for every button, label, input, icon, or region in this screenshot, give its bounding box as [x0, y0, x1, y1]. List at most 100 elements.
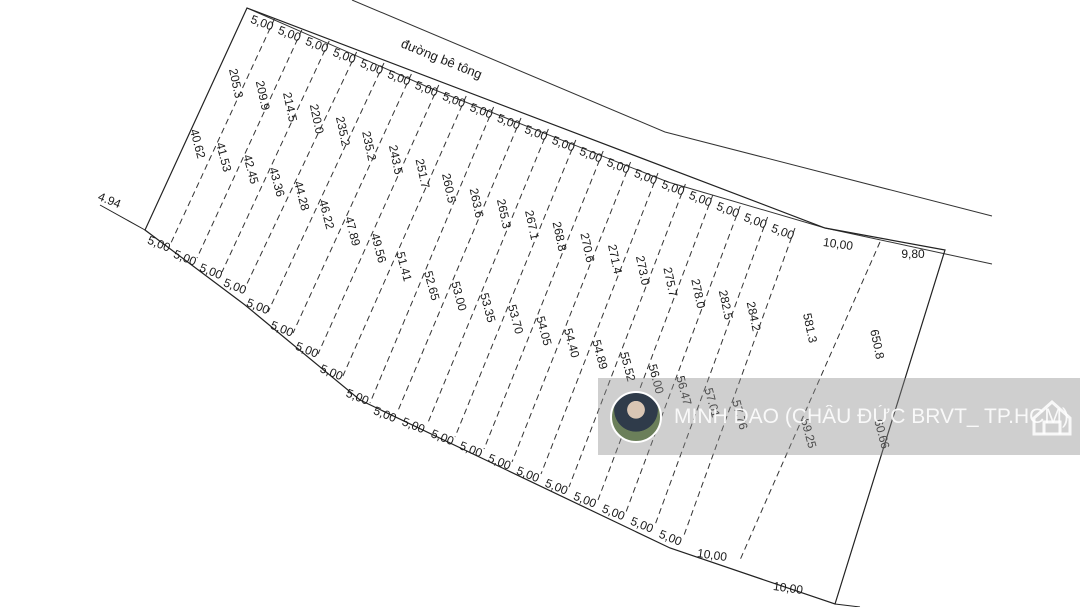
plot-divider — [454, 139, 577, 438]
plot-divider — [341, 95, 467, 379]
plot-top-width: 5,00 — [304, 34, 331, 56]
plot-divider — [568, 183, 686, 488]
plot-top-width: 5,00 — [276, 23, 303, 45]
avatar — [610, 390, 662, 443]
plot-area: 268.8 — [550, 220, 570, 253]
plot-divider — [267, 62, 385, 313]
plot-area: 205.3 — [226, 67, 246, 100]
house-logo-icon — [1032, 399, 1072, 436]
plot-top-width: 5,00 — [386, 67, 413, 89]
plot-bottom-width: 5,00 — [172, 247, 199, 269]
plot-divider — [196, 29, 303, 259]
plot-divider — [483, 150, 604, 450]
plot-bottom-width: 5,00 — [245, 295, 272, 317]
plot-divider — [169, 18, 275, 246]
plot-divider — [244, 51, 358, 289]
corner-edge-left — [99, 204, 146, 231]
plot-area: 263.6 — [467, 187, 487, 220]
plot-top-width: 5,00 — [687, 188, 714, 210]
road-edge-upper — [351, 0, 993, 217]
plot-side-length: 53.70 — [505, 303, 526, 336]
plot-side-length: 43.36 — [266, 166, 287, 199]
plot-side-length: 46.22 — [316, 198, 337, 231]
plot-divider — [597, 194, 714, 501]
plot-divider — [396, 117, 522, 414]
plot-divider — [682, 227, 796, 539]
plot-bottom-width: 5,00 — [600, 501, 627, 523]
plot-area: 650.8 — [867, 328, 887, 361]
plot-side-length: 42.45 — [240, 153, 261, 186]
plot-area: 270.6 — [577, 231, 597, 264]
plot-area: 273.0 — [633, 254, 653, 287]
plot-divider — [221, 40, 330, 273]
plot-top-width: 5,00 — [660, 177, 687, 199]
plot-bottom-width: 5,00 — [400, 414, 427, 436]
plot-area: 214.5 — [280, 91, 300, 124]
plot-top-width: 5,00 — [769, 221, 796, 243]
plot-divider — [369, 106, 495, 404]
plot-divider — [654, 216, 769, 526]
plot-side-length: 53.35 — [477, 291, 498, 324]
plot-top-width: 5,00 — [742, 210, 769, 232]
plot-side-length: 54.40 — [561, 327, 582, 360]
corner-right-label: 9,80 — [901, 247, 925, 261]
plot-bottom-width: 5,00 — [629, 514, 656, 536]
plot-top-width: 5,00 — [605, 155, 632, 177]
plot-bottom-width: 5,00 — [657, 527, 684, 549]
plot-bottom-width: 10,00 — [772, 579, 804, 597]
plot-bottom-width: 5,00 — [344, 386, 371, 408]
plot-bottom-width: 5,00 — [269, 318, 296, 340]
plot-bottom-width: 5,00 — [222, 275, 249, 297]
plot-side-length: 54.05 — [533, 314, 554, 347]
watermark-banner: MINH DAO (CHÂU ĐỨC BRVT_ TP.HCM) — [598, 378, 1080, 455]
plot-area: 282.5 — [716, 289, 736, 322]
plot-divider — [317, 84, 440, 355]
plot-area: 220.0 — [307, 103, 327, 136]
plot-side-length: 41.53 — [213, 141, 234, 174]
plot-top-width: 5,00 — [550, 133, 577, 155]
plot-bottom-width: 5,00 — [294, 339, 321, 361]
lot-boundary — [144, 7, 946, 605]
plot-bottom-width: 10,00 — [696, 546, 728, 564]
plot-top-width: 5,00 — [632, 166, 659, 188]
plot-side-length: 53.00 — [448, 280, 469, 313]
plot-bottom-width: 5,00 — [372, 403, 399, 425]
corner-left-label: 4.94 — [96, 189, 123, 211]
plot-area: 278.0 — [688, 277, 708, 310]
plot-side-length: 44.28 — [291, 180, 312, 213]
plot-area: 235.2 — [359, 130, 379, 163]
plot-area: 235.2 — [333, 115, 353, 148]
plot-area: 581.3 — [800, 312, 820, 345]
plot-divider — [426, 128, 549, 426]
plot-bottom-width: 5,00 — [515, 463, 542, 485]
road-edge-lower — [246, 7, 993, 265]
plot-side-length: 40.62 — [187, 127, 208, 160]
plot-area: 265.3 — [494, 198, 514, 231]
plot-divider — [739, 241, 881, 561]
plot-area: 260.5 — [439, 172, 459, 205]
plot-divider — [292, 73, 412, 334]
plot-area: 209.9 — [253, 79, 273, 112]
plot-side-length: 52.65 — [421, 269, 442, 302]
plot-divider — [540, 172, 659, 475]
plot-area: 251.7 — [413, 157, 433, 190]
plot-divider — [625, 205, 741, 513]
plot-side-length: 47.89 — [342, 215, 363, 248]
plot-area: 243.5 — [386, 144, 406, 177]
plot-area: 267.1 — [522, 209, 542, 242]
plot-side-length: 51.41 — [393, 250, 414, 283]
plot-bottom-width: 5,00 — [429, 426, 456, 448]
plot-side-length: 54.89 — [589, 338, 610, 371]
plot-bottom-width: 5,00 — [486, 451, 513, 473]
plot-top-width: 5,00 — [413, 78, 440, 100]
plot-bottom-width: 5,00 — [318, 361, 345, 383]
plot-top-width: 5,00 — [468, 100, 495, 122]
plot-area: 284.2 — [744, 300, 764, 333]
plot-top-width: 10,00 — [822, 235, 854, 253]
plot-side-length: 49.56 — [368, 232, 389, 265]
plot-top-width: 5,00 — [249, 12, 276, 34]
plot-area: 275.7 — [660, 266, 680, 299]
plot-top-width: 5,00 — [578, 144, 605, 166]
plot-top-width: 5,00 — [523, 122, 550, 144]
